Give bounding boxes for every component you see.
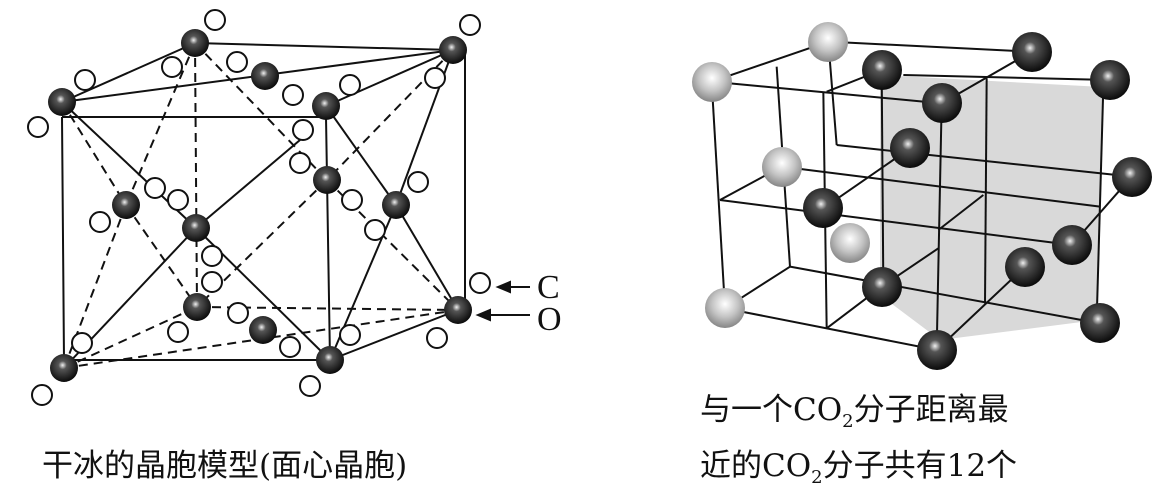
lattice-line xyxy=(781,165,1101,208)
white-atom xyxy=(299,375,321,397)
lattice-line xyxy=(710,81,726,309)
white-atom xyxy=(161,56,183,78)
nearest-neighbor-molecule xyxy=(1112,157,1152,197)
white-atom xyxy=(339,74,361,96)
white-atom xyxy=(204,9,226,31)
left-atoms xyxy=(27,9,491,406)
lattice-line xyxy=(836,144,1132,178)
label-c: C xyxy=(537,269,560,306)
black-atom xyxy=(181,29,209,57)
right-caption-line1: 与一个CO2分子距离最 xyxy=(700,392,1009,433)
white-atom xyxy=(469,272,491,294)
lattice-line xyxy=(828,40,1032,53)
black-atom xyxy=(50,354,78,382)
lattice-line xyxy=(789,265,1101,325)
white-atom xyxy=(74,69,96,91)
label-o: O xyxy=(537,301,562,338)
gray-molecule xyxy=(808,22,848,62)
lattice-line xyxy=(937,194,984,231)
white-atom xyxy=(364,219,386,241)
nearest-neighbor-molecule xyxy=(1090,60,1130,100)
black-atom xyxy=(312,92,340,120)
lattice-line xyxy=(719,199,1072,246)
nearest-neighbor-molecule xyxy=(922,83,962,123)
white-atom xyxy=(292,119,314,141)
lattice-lines xyxy=(710,40,1133,351)
left-caption: 干冰的晶胞模型(面心晶胞) xyxy=(42,448,408,484)
white-atom xyxy=(282,84,304,106)
white-atom xyxy=(424,67,446,89)
lattice-line xyxy=(711,80,942,105)
white-atom xyxy=(279,336,301,358)
nearest-neighbor-molecule xyxy=(803,188,843,228)
black-atom xyxy=(382,191,410,219)
lattice-line xyxy=(984,78,988,304)
lattice-line xyxy=(935,103,943,351)
black-atom xyxy=(112,191,140,219)
lattice-line xyxy=(711,40,829,83)
white-atom xyxy=(289,152,311,174)
shaded-plane xyxy=(880,75,1103,340)
lattice-line xyxy=(903,74,1111,81)
black-atom xyxy=(439,36,467,64)
white-atom xyxy=(407,171,429,193)
white-atom xyxy=(31,384,53,406)
gray-molecule xyxy=(762,147,802,187)
white-atom xyxy=(144,177,166,199)
white-atom xyxy=(426,327,448,349)
white-atom xyxy=(71,332,93,354)
black-atom xyxy=(251,62,279,90)
white-atom xyxy=(226,51,248,73)
white-atom xyxy=(459,14,481,36)
black-atom xyxy=(48,88,76,116)
black-atom xyxy=(249,316,277,344)
white-atom xyxy=(201,245,223,267)
black-atom xyxy=(313,166,341,194)
black-atom xyxy=(182,214,210,242)
black-atom xyxy=(183,293,211,321)
lattice-line xyxy=(1095,86,1105,321)
black-atom xyxy=(444,296,472,324)
white-atom xyxy=(227,302,249,324)
nearest-neighbor-molecule xyxy=(1080,303,1120,343)
nearest-neighbor-molecule xyxy=(862,50,902,90)
white-atom xyxy=(167,321,189,343)
nearest-neighbor-molecule xyxy=(1005,247,1045,287)
right-caption-line2: 近的CO2分子共有12个 xyxy=(700,448,1018,489)
white-atom xyxy=(341,189,363,211)
white-atom xyxy=(27,116,49,138)
label-arrows xyxy=(475,280,530,322)
gray-molecule xyxy=(830,223,870,263)
gray-molecule xyxy=(705,288,745,328)
nearest-neighbor-molecule xyxy=(890,128,930,168)
lattice-line xyxy=(724,307,937,351)
white-atom xyxy=(201,271,223,293)
white-atom xyxy=(339,324,361,346)
nearest-neighbor-molecule xyxy=(1052,225,1092,265)
white-atom xyxy=(167,189,189,211)
nearest-neighbor-molecule xyxy=(1012,32,1052,72)
right-atoms xyxy=(692,22,1152,370)
gray-molecule xyxy=(692,62,732,102)
black-atom xyxy=(316,346,344,374)
nearest-neighbor-molecule xyxy=(917,330,957,370)
nearest-neighbor-molecule xyxy=(862,267,902,307)
white-atom xyxy=(89,211,111,233)
